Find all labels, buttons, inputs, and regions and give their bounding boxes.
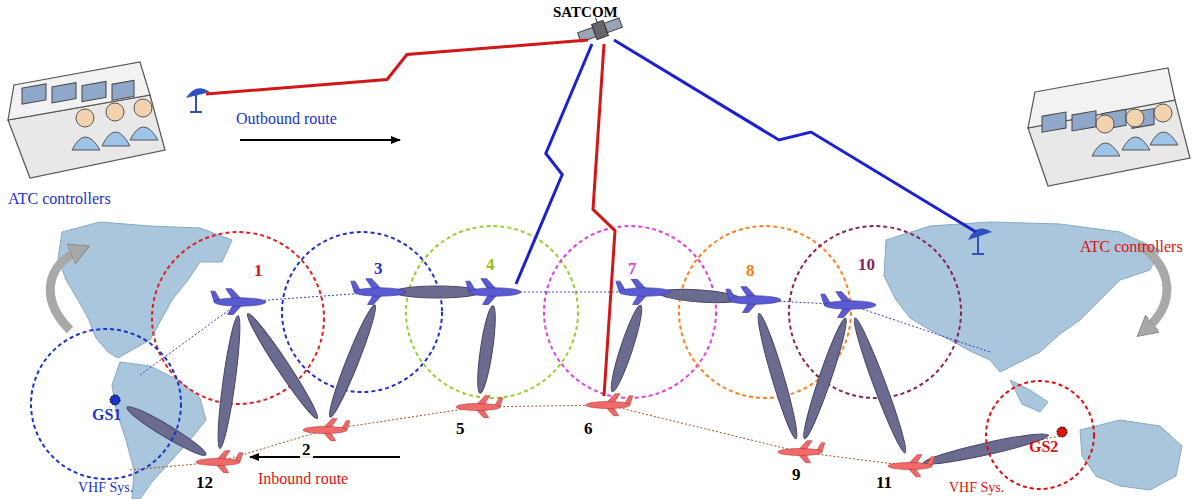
circle-outline [985,380,1095,490]
data-link [243,310,323,421]
callout-number: 10 [856,256,877,275]
coverage-outline [986,381,1094,489]
asia-map [884,222,1182,490]
station-label: ATC controllers [1080,238,1183,256]
coverage-circle: GS1VHF Sys. [30,328,182,480]
data-link [799,316,851,440]
americas-map [58,222,232,499]
data-link [607,303,647,393]
data-link [124,402,209,460]
callout-number: 5 [454,420,467,439]
station-label: ATC controllers [8,190,111,208]
callout-number: 4 [484,256,497,275]
data-link [214,315,244,449]
satellite-dish [968,228,992,254]
turn-arrow [50,250,80,330]
satellite-dish [186,88,210,112]
outbound-arrow [240,139,400,141]
data-link [753,312,802,441]
turn-arrow [1140,245,1167,330]
satcom-link [614,40,976,232]
system-label: VHF Sys. [949,480,1004,495]
coverage-outline [31,329,181,479]
coverage-circles [152,226,961,404]
data-link [849,316,910,455]
callout-number: 7 [626,260,639,279]
station-id: GS1 [92,406,121,424]
station-dot [110,395,120,405]
inbound-planes [196,394,935,477]
callout-number: 1 [252,262,265,281]
satcom-link [516,44,592,284]
system-label: VHF Sys. [78,480,133,495]
callout-number: 12 [194,474,215,493]
station-id: GS2 [1029,438,1058,456]
coverage-circle: GS2VHF Sys. [985,380,1095,490]
callout-number: 2 [300,441,313,460]
satcom-link [593,44,615,396]
data-link [325,303,381,419]
callout-number: 9 [790,466,803,485]
station-dot [1057,427,1067,437]
inbound-route [130,405,1060,470]
satcom-link [206,40,588,94]
atc-console [8,62,165,178]
callout-number: 11 [874,474,894,493]
circle-outline [30,328,182,480]
callout-number: 6 [582,420,595,439]
data-link [474,305,499,394]
callout-number: 3 [372,260,385,279]
route-label: Outbound route [236,110,337,128]
callout-number: 8 [744,262,757,281]
satellite-label: SATCOM [553,4,618,21]
atc-console [1028,68,1190,186]
route-label: Inbound route [258,470,348,488]
outbound-planes [211,279,876,318]
inbound-arrow [250,456,400,458]
